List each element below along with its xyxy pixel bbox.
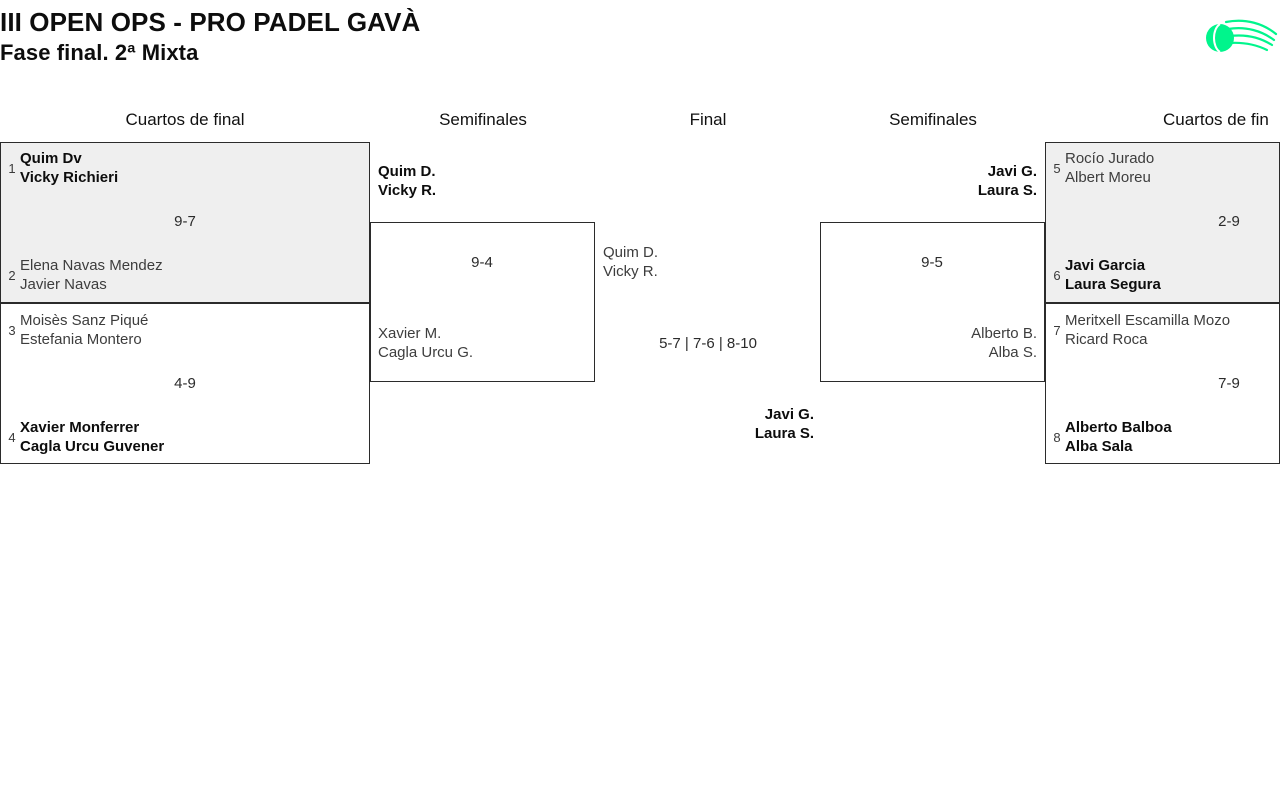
team-names: Elena Navas Mendez Javier Navas bbox=[20, 256, 163, 294]
tournament-phase: Fase final. 2ª Mixta bbox=[0, 40, 199, 65]
player-name: Ricard Roca bbox=[1065, 331, 1148, 348]
player-name: Javi G. bbox=[987, 163, 1037, 180]
player-name: Moisès Sanz Piqué bbox=[20, 312, 149, 329]
player-name: Alberto B. bbox=[971, 325, 1037, 342]
team-entry[interactable]: Quim D. Vicky R. bbox=[603, 243, 658, 281]
match-score: 9-7 bbox=[174, 213, 196, 230]
player-name: Vicky R. bbox=[378, 182, 437, 199]
match-score: 2-9 bbox=[1218, 213, 1240, 230]
page-title: III OPEN OPS - PRO PADEL GAVÀ Fase final… bbox=[0, 6, 420, 68]
match-score: 9-5 bbox=[921, 254, 943, 271]
player-name: Meritxell Escamilla Mozo bbox=[1065, 312, 1231, 329]
match-score: 4-9 bbox=[174, 375, 196, 392]
match-score: 7-9 bbox=[1218, 375, 1240, 392]
tournament-name: III OPEN OPS - PRO PADEL GAVÀ bbox=[0, 7, 421, 37]
player-name: Alba S. bbox=[988, 344, 1037, 361]
player-name: Alberto Balboa bbox=[1065, 419, 1172, 436]
player-name: Javi G. bbox=[764, 406, 814, 423]
team-entry[interactable]: Alberto B. Alba S. bbox=[877, 324, 1037, 362]
team-names: Rocío Jurado Albert Moreu bbox=[1065, 149, 1154, 187]
player-name: Alba Sala bbox=[1065, 438, 1133, 455]
seed-number: 5 bbox=[1053, 160, 1061, 176]
seed-number: 4 bbox=[8, 429, 16, 445]
seed-number: 2 bbox=[8, 267, 16, 283]
team-names: Xavier Monferrer Cagla Urcu Guvener bbox=[20, 418, 164, 456]
match-score: 5-7 | 7-6 | 8-10 bbox=[659, 335, 757, 352]
match-box-qf-l1[interactable] bbox=[0, 142, 370, 303]
team-entry-champion[interactable]: Javi G. Laura S. bbox=[654, 405, 814, 443]
team-entry[interactable]: 1 Quim Dv Vicky Richieri bbox=[4, 149, 118, 187]
match-box-sf-right[interactable] bbox=[820, 222, 1045, 382]
player-name: Xavier M. bbox=[378, 325, 442, 342]
team-entry[interactable]: Javi G. Laura S. bbox=[877, 162, 1037, 200]
seed-number: 3 bbox=[8, 322, 16, 338]
team-entry[interactable]: Quim D. Vicky R. bbox=[378, 162, 436, 200]
player-name: Cagla Urcu Guvener bbox=[20, 438, 165, 455]
player-name: Vicky R. bbox=[603, 263, 658, 280]
player-name: Cagla Urcu G. bbox=[378, 344, 474, 361]
round-header-quarterfinals-left: Cuartos de final bbox=[125, 110, 245, 129]
round-header-semifinals-left: Semifinales bbox=[439, 110, 527, 129]
team-names: Moisès Sanz Piqué Estefania Montero bbox=[20, 311, 148, 349]
team-entry[interactable]: 2 Elena Navas Mendez Javier Navas bbox=[4, 256, 163, 294]
team-names: Javi Garcia Laura Segura bbox=[1065, 256, 1161, 294]
seed-number: 6 bbox=[1053, 267, 1061, 283]
match-box-sf-left[interactable] bbox=[370, 222, 595, 382]
player-name: Quim D. bbox=[378, 163, 436, 180]
padel-ball-logo bbox=[1200, 14, 1278, 60]
seed-number: 7 bbox=[1053, 322, 1061, 338]
team-entry[interactable]: 6 Javi Garcia Laura Segura bbox=[1049, 256, 1161, 294]
player-name: Vicky Richieri bbox=[20, 169, 119, 186]
team-entry[interactable]: 8 Alberto Balboa Alba Sala bbox=[1049, 418, 1172, 456]
player-name: Xavier Monferrer bbox=[20, 419, 140, 436]
team-names: Alberto Balboa Alba Sala bbox=[1065, 418, 1172, 456]
round-header-final: Final bbox=[689, 110, 727, 129]
player-name: Albert Moreu bbox=[1065, 169, 1151, 186]
player-name: Laura S. bbox=[754, 425, 814, 442]
team-entry[interactable]: Xavier M. Cagla Urcu G. bbox=[378, 324, 473, 362]
match-box-qf-r2[interactable] bbox=[1045, 303, 1280, 464]
match-score: 9-4 bbox=[471, 254, 493, 271]
player-name: Quim Dv bbox=[20, 150, 82, 167]
team-names: Quim Dv Vicky Richieri bbox=[20, 149, 118, 187]
player-name: Rocío Jurado bbox=[1065, 150, 1155, 167]
match-box-qf-r1[interactable] bbox=[1045, 142, 1280, 303]
team-names: Meritxell Escamilla Mozo Ricard Roca bbox=[1065, 311, 1230, 349]
team-entry[interactable]: 3 Moisès Sanz Piqué Estefania Montero bbox=[4, 311, 148, 349]
match-box-qf-l2[interactable] bbox=[0, 303, 370, 464]
seed-number: 1 bbox=[8, 160, 16, 176]
seed-number: 8 bbox=[1053, 429, 1061, 445]
player-name: Quim D. bbox=[603, 244, 659, 261]
team-entry[interactable]: 7 Meritxell Escamilla Mozo Ricard Roca bbox=[1049, 311, 1230, 349]
player-name: Laura S. bbox=[977, 182, 1037, 199]
player-name: Javier Navas bbox=[20, 276, 107, 293]
round-header-semifinals-right: Semifinales bbox=[889, 110, 977, 129]
team-entry[interactable]: 4 Xavier Monferrer Cagla Urcu Guvener bbox=[4, 418, 164, 456]
team-entry[interactable]: 5 Rocío Jurado Albert Moreu bbox=[1049, 149, 1154, 187]
player-name: Javi Garcia bbox=[1065, 257, 1146, 274]
player-name: Elena Navas Mendez bbox=[20, 257, 163, 274]
player-name: Estefania Montero bbox=[20, 331, 142, 348]
round-header-quarterfinals-right: Cuartos de fin bbox=[1163, 110, 1269, 129]
player-name: Laura Segura bbox=[1065, 276, 1161, 293]
